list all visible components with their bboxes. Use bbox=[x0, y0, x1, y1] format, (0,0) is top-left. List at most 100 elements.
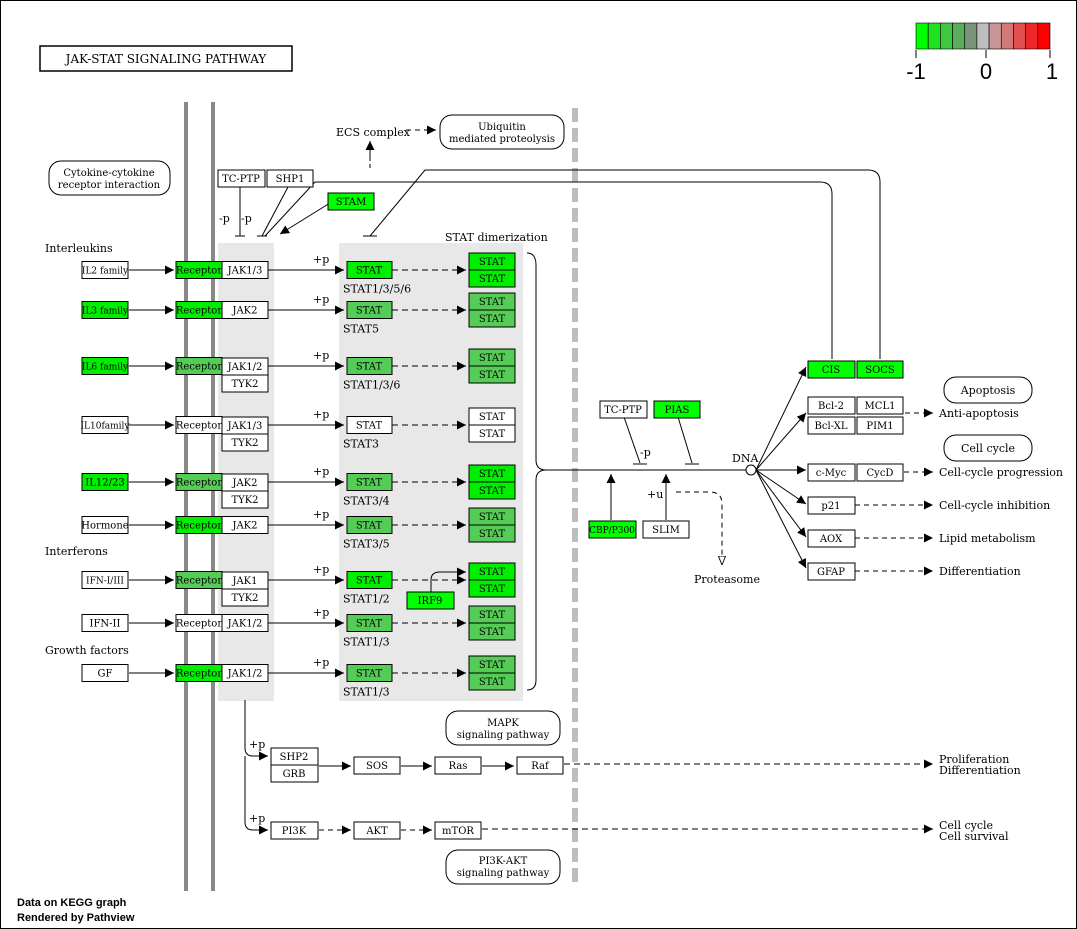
plus-p-label: +p bbox=[313, 508, 329, 521]
p21-box[interactable] bbox=[807, 496, 856, 515]
irf9-box[interactable] bbox=[406, 591, 455, 610]
lower-edges bbox=[244, 700, 933, 835]
stat-dimer-box[interactable] bbox=[468, 269, 516, 288]
legend-label-min: -1 bbox=[906, 59, 926, 84]
receptor-label: Receptor bbox=[176, 669, 222, 680]
ligand-box[interactable] bbox=[81, 261, 129, 279]
cbp-p300-box[interactable] bbox=[588, 520, 637, 539]
stat-name-label: STAT1/3/5/6 bbox=[343, 283, 411, 296]
ras-box[interactable] bbox=[434, 756, 482, 775]
stat-dimer-label: STAT bbox=[479, 567, 506, 578]
aox-box[interactable] bbox=[807, 529, 856, 548]
grb-box[interactable] bbox=[270, 764, 319, 783]
mtor-label: mTOR bbox=[442, 826, 474, 837]
pim1-label: PIM1 bbox=[866, 421, 893, 432]
grb-label: GRB bbox=[283, 769, 306, 780]
tc-ptp-box[interactable] bbox=[217, 169, 266, 188]
stat-name-label: STAT1/3/6 bbox=[343, 379, 400, 392]
map-cytokine-line2: receptor interaction bbox=[58, 180, 161, 191]
legend-swatch bbox=[927, 22, 941, 50]
jak-box[interactable] bbox=[221, 490, 269, 509]
stat-name-label: STAT3/5 bbox=[343, 538, 390, 551]
stat-dimer-label: STAT bbox=[479, 529, 506, 540]
jak-label: JAK1 bbox=[231, 576, 257, 587]
pi3k-box[interactable] bbox=[270, 821, 319, 840]
plus-p-label-shp2: +p bbox=[249, 738, 265, 751]
ligand-box[interactable] bbox=[81, 516, 129, 534]
legend-label-max: 1 bbox=[1046, 59, 1058, 84]
irf9-label: IRF9 bbox=[418, 596, 443, 607]
bcl2-box[interactable] bbox=[807, 396, 856, 415]
stat-dimer-label: STAT bbox=[479, 297, 506, 308]
stat-dimer-box[interactable] bbox=[468, 524, 516, 543]
jak-label: TYK2 bbox=[231, 495, 258, 506]
tc-ptp-nuclear-box[interactable] bbox=[599, 400, 648, 419]
cis-box[interactable] bbox=[807, 360, 856, 379]
legend-swatch bbox=[915, 22, 929, 50]
legend-swatch bbox=[1000, 22, 1014, 50]
cis-label: CIS bbox=[822, 365, 841, 376]
jak-box[interactable] bbox=[221, 588, 269, 607]
stat-dimer-label: STAT bbox=[479, 257, 506, 268]
stat-label: STAT bbox=[356, 306, 383, 317]
stat-dimer-box[interactable] bbox=[468, 622, 516, 641]
ligand-box[interactable] bbox=[81, 301, 129, 319]
minus-p-label-1: -p bbox=[219, 212, 230, 225]
raf-box[interactable] bbox=[516, 756, 564, 775]
stat-dimer-box[interactable] bbox=[468, 481, 516, 500]
slim-box[interactable] bbox=[642, 520, 690, 539]
slim-label: SLIM bbox=[652, 525, 680, 536]
shp1-box[interactable] bbox=[266, 169, 314, 188]
cc-inhibition-label: Cell-cycle inhibition bbox=[939, 499, 1050, 512]
stat-dimer-box[interactable] bbox=[468, 365, 516, 384]
stat-dimer-box[interactable] bbox=[468, 309, 516, 328]
gfap-label: GFAP bbox=[817, 567, 845, 578]
stat-dimer-box[interactable] bbox=[468, 424, 516, 443]
jak-label: TYK2 bbox=[231, 379, 258, 390]
map-mapk[interactable] bbox=[445, 710, 561, 746]
stam-box[interactable] bbox=[327, 192, 375, 211]
ligand-box[interactable] bbox=[81, 614, 129, 632]
ligand-box[interactable] bbox=[81, 357, 129, 375]
mtor-box[interactable] bbox=[434, 821, 482, 840]
gfap-box[interactable] bbox=[807, 562, 856, 581]
jak-box[interactable] bbox=[221, 433, 269, 452]
legend-swatch bbox=[964, 22, 978, 50]
mcl1-box[interactable] bbox=[856, 396, 904, 415]
cycd-box[interactable] bbox=[856, 463, 904, 482]
ligand-box[interactable] bbox=[81, 571, 129, 589]
akt-box[interactable] bbox=[353, 821, 401, 840]
stam-label: STAM bbox=[336, 197, 366, 208]
ligand-box[interactable] bbox=[81, 416, 129, 434]
plus-p-label: +p bbox=[313, 606, 329, 619]
stat-dimer-box[interactable] bbox=[468, 672, 516, 691]
map-pi3k-akt[interactable] bbox=[445, 849, 561, 885]
stat-dimer-box[interactable] bbox=[468, 579, 516, 598]
map-ubiquitin[interactable] bbox=[439, 114, 565, 150]
sos-box[interactable] bbox=[353, 756, 401, 775]
receptor-label: Receptor bbox=[176, 576, 222, 587]
map-apoptosis[interactable] bbox=[943, 376, 1033, 404]
bclxl-box[interactable] bbox=[807, 416, 856, 435]
socs-box[interactable] bbox=[856, 360, 904, 379]
ligand-box[interactable] bbox=[81, 664, 129, 682]
stat-name-label: STAT3 bbox=[343, 438, 379, 451]
membrane-line-outer bbox=[184, 102, 188, 891]
map-cell-cycle-label: Cell cycle bbox=[961, 442, 1015, 455]
map-cytokine-receptor[interactable] bbox=[48, 160, 171, 196]
pias-box[interactable] bbox=[653, 400, 701, 419]
growth-factors-label: Growth factors bbox=[45, 644, 129, 657]
ligand-label: IL3 family bbox=[82, 307, 129, 317]
jak-box[interactable] bbox=[221, 374, 269, 393]
legend-swatch bbox=[976, 22, 990, 50]
stat-dimer-label: STAT bbox=[479, 370, 506, 381]
stat-dimer-label: STAT bbox=[479, 584, 506, 595]
map-cell-cycle[interactable] bbox=[943, 434, 1033, 462]
ligand-box[interactable] bbox=[81, 473, 129, 491]
pias-label: PIAS bbox=[665, 405, 690, 416]
stat-label: STAT bbox=[356, 421, 383, 432]
cmyc-label: c-Myc bbox=[816, 468, 847, 479]
pim1-box[interactable] bbox=[856, 416, 904, 435]
cmyc-box[interactable] bbox=[807, 463, 856, 482]
